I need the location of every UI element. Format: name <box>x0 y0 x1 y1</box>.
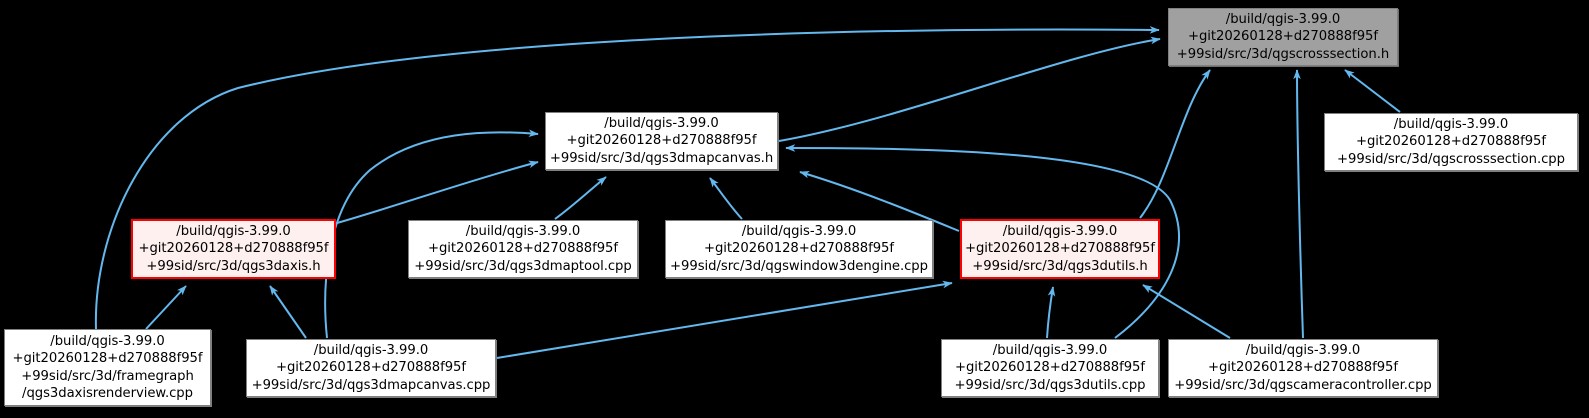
node-label-line: +git20260128+d270888f95f <box>566 133 757 149</box>
node-label-line: /build/qgis-3.99.0 <box>465 224 581 240</box>
node-label-line: /build/qgis-3.99.0 <box>741 224 857 240</box>
edge-qgscameracontroller_cpp-to-qgs3dutils_h <box>1142 284 1231 339</box>
node-label-line: /qgs3daxisrenderview.cpp <box>22 385 193 401</box>
node-qgscameracontroller_cpp[interactable]: /build/qgis-3.99.0+git20260128+d270888f9… <box>1168 339 1438 397</box>
node-label-line: /build/qgis-3.99.0 <box>1245 343 1361 359</box>
node-qgs3dutils_cpp[interactable]: /build/qgis-3.99.0+git20260128+d270888f9… <box>941 339 1159 397</box>
node-label-line: +99sid/src/3d/qgscrosssection.cpp <box>1337 151 1565 167</box>
node-label-line: +git20260128+d270888f95f <box>138 241 329 257</box>
node-label-line: +99sid/src/3d/qgscameracontroller.cpp <box>1174 377 1432 393</box>
edge-qgs3daxisrenderview_cpp-to-qgs3daxis_h <box>145 285 187 330</box>
node-label-line: /build/qgis-3.99.0 <box>604 116 719 132</box>
node-label-line: /build/qgis-3.99.0 <box>1393 117 1509 133</box>
node-label-line: +git20260128+d270888f95f <box>964 241 1155 257</box>
node-label-line: /build/qgis-3.99.0 <box>1002 224 1118 240</box>
edge-qgs3dmaptool_cpp-to-qgs3dmapcanvas_h <box>554 176 607 220</box>
node-label-line: +99sid/src/3d/qgs3dmapcanvas.cpp <box>251 377 491 393</box>
node-label-line: +git20260128+d270888f95f <box>1355 134 1546 150</box>
edge-qgs3dmapcanvas_h-to-qgscrosssection_h <box>778 36 1161 142</box>
node-label-line: +git20260128+d270888f95f <box>703 241 894 257</box>
node-qgscrosssection_cpp[interactable]: /build/qgis-3.99.0+git20260128+d270888f9… <box>1324 113 1578 171</box>
edge-qgs3dutils_h-to-qgscrosssection_h <box>1139 69 1211 219</box>
node-qgscrosssection_h[interactable]: /build/qgis-3.99.0+git20260128+d270888f9… <box>1168 8 1398 66</box>
node-qgs3dmapcanvas_h[interactable]: /build/qgis-3.99.0+git20260128+d270888f9… <box>545 112 778 170</box>
node-qgs3dutils_h[interactable]: /build/qgis-3.99.0+git20260128+d270888f9… <box>960 219 1160 279</box>
node-label-line: +99sid/src/3d/framegraph <box>21 368 194 384</box>
edge-qgs3dmapcanvas_cpp-to-qgs3daxis_h <box>269 285 307 339</box>
node-qgs3daxis_h[interactable]: /build/qgis-3.99.0+git20260128+d270888f9… <box>131 219 336 279</box>
node-qgs3daxisrenderview_cpp[interactable]: /build/qgis-3.99.0+git20260128+d270888f9… <box>4 329 211 406</box>
node-label-line: +git20260128+d270888f95f <box>954 360 1145 376</box>
node-label-line: +99sid/src/3d/qgs3dutils.cpp <box>954 377 1146 393</box>
node-qgs3dmaptool_cpp[interactable]: /build/qgis-3.99.0+git20260128+d270888f9… <box>408 220 638 278</box>
edge-qgswindow3dengine_cpp-to-qgs3dmapcanvas_h <box>709 177 743 220</box>
node-label-line: /build/qgis-3.99.0 <box>313 343 429 359</box>
node-label-line: +99sid/src/3d/qgs3dutils.h <box>972 258 1148 274</box>
node-label-line: +git20260128+d270888f95f <box>427 241 618 257</box>
node-label-line: +99sid/src/3d/qgscrosssection.h <box>1176 46 1390 62</box>
node-label-line: +99sid/src/3d/qgs3daxis.h <box>146 258 321 274</box>
node-label-line: +git20260128+d270888f95f <box>275 360 466 376</box>
node-qgs3dmapcanvas_cpp[interactable]: /build/qgis-3.99.0+git20260128+d270888f9… <box>246 339 496 397</box>
node-label-line: /build/qgis-3.99.0 <box>50 334 165 350</box>
node-label-line: +99sid/src/3d/qgs3dmaptool.cpp <box>414 258 632 274</box>
node-label-line: /build/qgis-3.99.0 <box>992 343 1108 359</box>
edge-qgscameracontroller_cpp-to-qgscrosssection_h <box>1293 69 1304 339</box>
node-label-line: +99sid/src/3d/qgs3dmapcanvas.h <box>549 150 774 166</box>
edge-qgs3daxisrenderview_cpp-to-qgscrosssection_h <box>94 26 1160 330</box>
edge-qgs3dmapcanvas_cpp-to-qgs3dutils_h <box>496 280 953 359</box>
node-label-line: +git20260128+d270888f95f <box>1187 29 1378 45</box>
node-label-line: /build/qgis-3.99.0 <box>1225 12 1341 28</box>
node-label-line: +git20260128+d270888f95f <box>12 351 203 367</box>
edge-qgs3daxis_h-to-qgs3dmapcanvas_h <box>336 160 539 224</box>
node-label-line: +99sid/src/3d/qgswindow3dengine.cpp <box>670 258 928 274</box>
node-qgswindow3dengine_cpp[interactable]: /build/qgis-3.99.0+git20260128+d270888f9… <box>665 220 933 278</box>
edge-qgscrosssection_cpp-to-qgscrosssection_h <box>1344 69 1401 113</box>
edge-qgs3dutils_cpp-to-qgs3dutils_h <box>1046 286 1056 339</box>
node-label-line: +git20260128+d270888f95f <box>1207 360 1398 376</box>
node-label-line: /build/qgis-3.99.0 <box>176 224 291 240</box>
